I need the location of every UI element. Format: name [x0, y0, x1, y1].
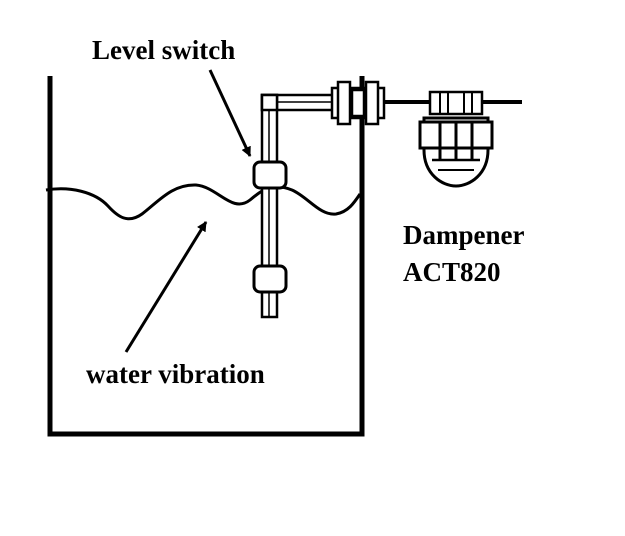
tank-outline	[47, 76, 365, 437]
water-vibration-arrow	[124, 221, 208, 353]
dampener-body	[418, 90, 494, 188]
level-switch-label: Level switch	[92, 35, 235, 65]
dampener-label: Dampener	[403, 220, 524, 250]
level-switch-arrow	[208, 69, 252, 157]
dampener-model-label: ACT820	[403, 257, 501, 287]
wall-fitting	[330, 80, 386, 126]
upper-float	[252, 160, 288, 190]
lower-float	[252, 264, 288, 294]
water-surface	[45, 183, 362, 221]
water-vibration-label: water vibration	[86, 359, 265, 389]
